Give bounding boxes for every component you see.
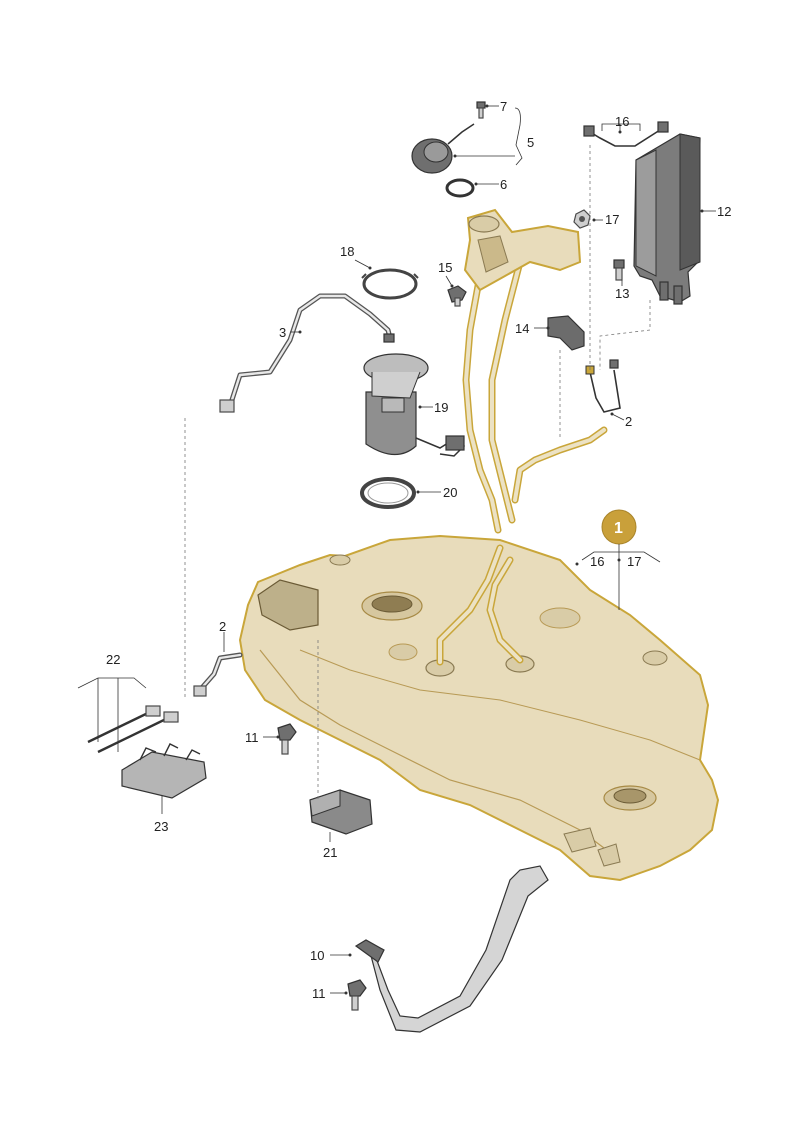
- part-13-bolt: [613, 259, 625, 281]
- callout-11-middle: 11: [245, 730, 259, 745]
- callout-2-right: 2: [625, 414, 632, 429]
- fuel-tank: [238, 534, 720, 882]
- callout-2-left: 2: [219, 619, 226, 634]
- part-22-pipes: [87, 705, 179, 754]
- part-17-nut-top: [573, 209, 591, 229]
- part-20-seal-ring: [360, 477, 416, 509]
- callouts: 7 5 6 16 17 12 13 18 15: [77, 99, 731, 1001]
- part-5-tank-cap: [411, 123, 475, 174]
- part-19-fuel-pump: [363, 353, 466, 457]
- part-16-wiring-top: [583, 121, 669, 147]
- callout-3: 3: [279, 325, 286, 340]
- callout-19: 19: [434, 400, 448, 415]
- callout-10: 10: [310, 948, 324, 963]
- part-18-locking-ring: [361, 268, 419, 300]
- part-2-line-left: [193, 652, 243, 697]
- callout-17-badge: 17: [627, 554, 641, 569]
- part-11-bolt-bottom: [347, 979, 367, 1011]
- callout-22: 22: [106, 652, 120, 667]
- callout-17-top: 17: [605, 212, 619, 227]
- part-3-fuel-line: [219, 293, 395, 413]
- part-7-screw: [476, 101, 486, 119]
- callout-18: 18: [340, 244, 354, 259]
- callout-20: 20: [443, 485, 457, 500]
- tank-strap: [354, 865, 549, 1033]
- part-23-connector: [121, 743, 207, 799]
- part-11-bolt-middle: [277, 723, 297, 755]
- callout-13: 13: [615, 286, 629, 301]
- callout-6: 6: [500, 177, 507, 192]
- part-2-line-right: [585, 359, 621, 413]
- callout-11-bottom: 11: [312, 986, 326, 1001]
- part-15-bolt: [447, 285, 467, 307]
- part-14-bracket: [547, 315, 585, 351]
- callout-14: 14: [515, 321, 529, 336]
- callout-16-top: 16: [615, 114, 629, 129]
- callout-5: 5: [527, 135, 534, 150]
- callout-23: 23: [154, 819, 168, 834]
- assembly-dashed-lines: [184, 145, 651, 800]
- callout-15: 15: [438, 260, 452, 275]
- callout-12: 12: [717, 204, 731, 219]
- filler-neck: [462, 208, 608, 534]
- callout-21: 21: [323, 845, 337, 860]
- callout-16-badge: 16: [590, 554, 604, 569]
- part-1-badge-label: 1: [614, 520, 623, 537]
- callout-7: 7: [500, 99, 507, 114]
- part-12-canister: [633, 133, 701, 305]
- part-6-seal-ring: [445, 178, 475, 198]
- part-21-module: [309, 789, 373, 835]
